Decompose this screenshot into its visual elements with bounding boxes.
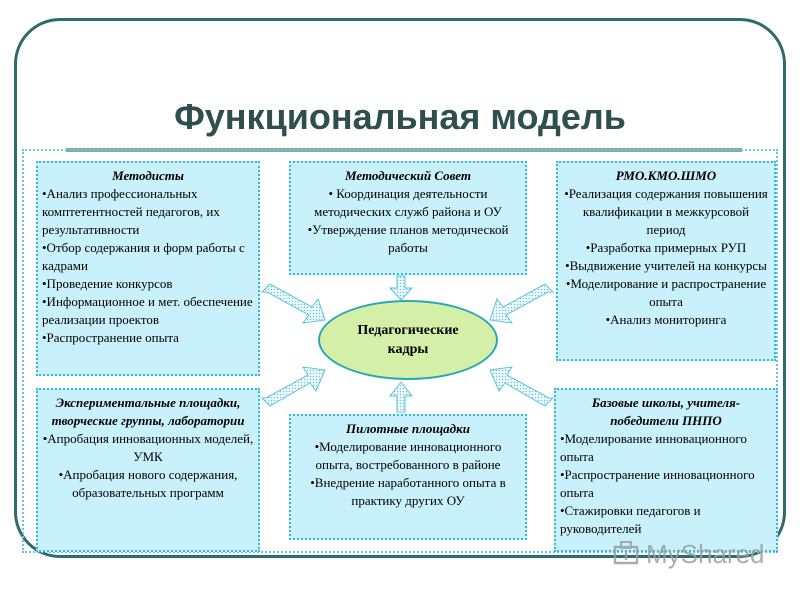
box-title: Базовые школы, учителя-победители ПНПО [591, 395, 741, 428]
list-item: •Внедрение наработанного опыта в практик… [310, 475, 506, 508]
box-methodists: Методисты •Анализ профессиональных компт… [36, 161, 260, 376]
watermark: MyShared [612, 536, 765, 572]
page-title: Функциональная модель [174, 96, 626, 137]
box-base: Базовые школы, учителя-победители ПНПО •… [554, 388, 778, 552]
list-item: •Моделирование инновационного опыта [560, 431, 747, 464]
slide-frame [14, 18, 786, 558]
list-item: •Анализ профессиональных комптетентносте… [42, 186, 220, 237]
list-item: •Распространение инновационного опыта [560, 467, 755, 500]
myshared-logo-icon [612, 539, 642, 569]
list-item: •Моделирование и распространение опыта [565, 276, 767, 309]
list-item: •Утверждение планов методической работы [307, 222, 509, 255]
list-item: •Реализация содержания повышения квалифи… [564, 186, 768, 237]
box-title: Методический Совет [344, 168, 472, 183]
box-rmo: РМО.КМО.ШМО •Реализация содержания повыш… [556, 161, 776, 361]
watermark-text: MyShared [646, 538, 765, 569]
list-item: • Координация деятельности методических … [314, 186, 502, 219]
list-item: •Моделирование инновационного опыта, вос… [314, 439, 502, 472]
list-item: •Распространение опыта [42, 330, 179, 345]
list-item: •Информационное и мет. обеспечение реали… [42, 294, 253, 327]
center-node: Педагогические кадры [318, 300, 498, 380]
list-item: •Разработка примерных РУП [585, 240, 747, 255]
diagram-region [22, 149, 778, 553]
list-item: •Апробация нового содержания, образовате… [58, 467, 238, 500]
box-experimental: Экспериментальные площадки, творческие г… [36, 388, 260, 552]
list-item: •Апробация инновационных моделей, УМК [42, 431, 254, 464]
box-title: Экспериментальные площадки, творческие г… [51, 395, 245, 428]
center-label-line2: кадры [387, 342, 429, 357]
list-item: •Анализ мониторинга [605, 312, 727, 327]
center-label-line1: Педагогические [357, 323, 459, 338]
box-title: РМО.КМО.ШМО [615, 168, 717, 183]
box-pilot: Пилотные площадки •Моделирование инновац… [289, 414, 527, 540]
box-title: Методисты [112, 168, 184, 183]
box-title: Пилотные площадки [346, 421, 470, 436]
list-item: •Отбор содержания и форм работы с кадрам… [42, 240, 245, 273]
list-item: •Проведение конкурсов [42, 276, 173, 291]
box-council: Методический Совет • Координация деятель… [289, 161, 527, 275]
list-item: •Выдвижение учителей на конкурсы [565, 258, 767, 273]
list-item: •Стажировки педагогов и руководителей [560, 503, 701, 536]
